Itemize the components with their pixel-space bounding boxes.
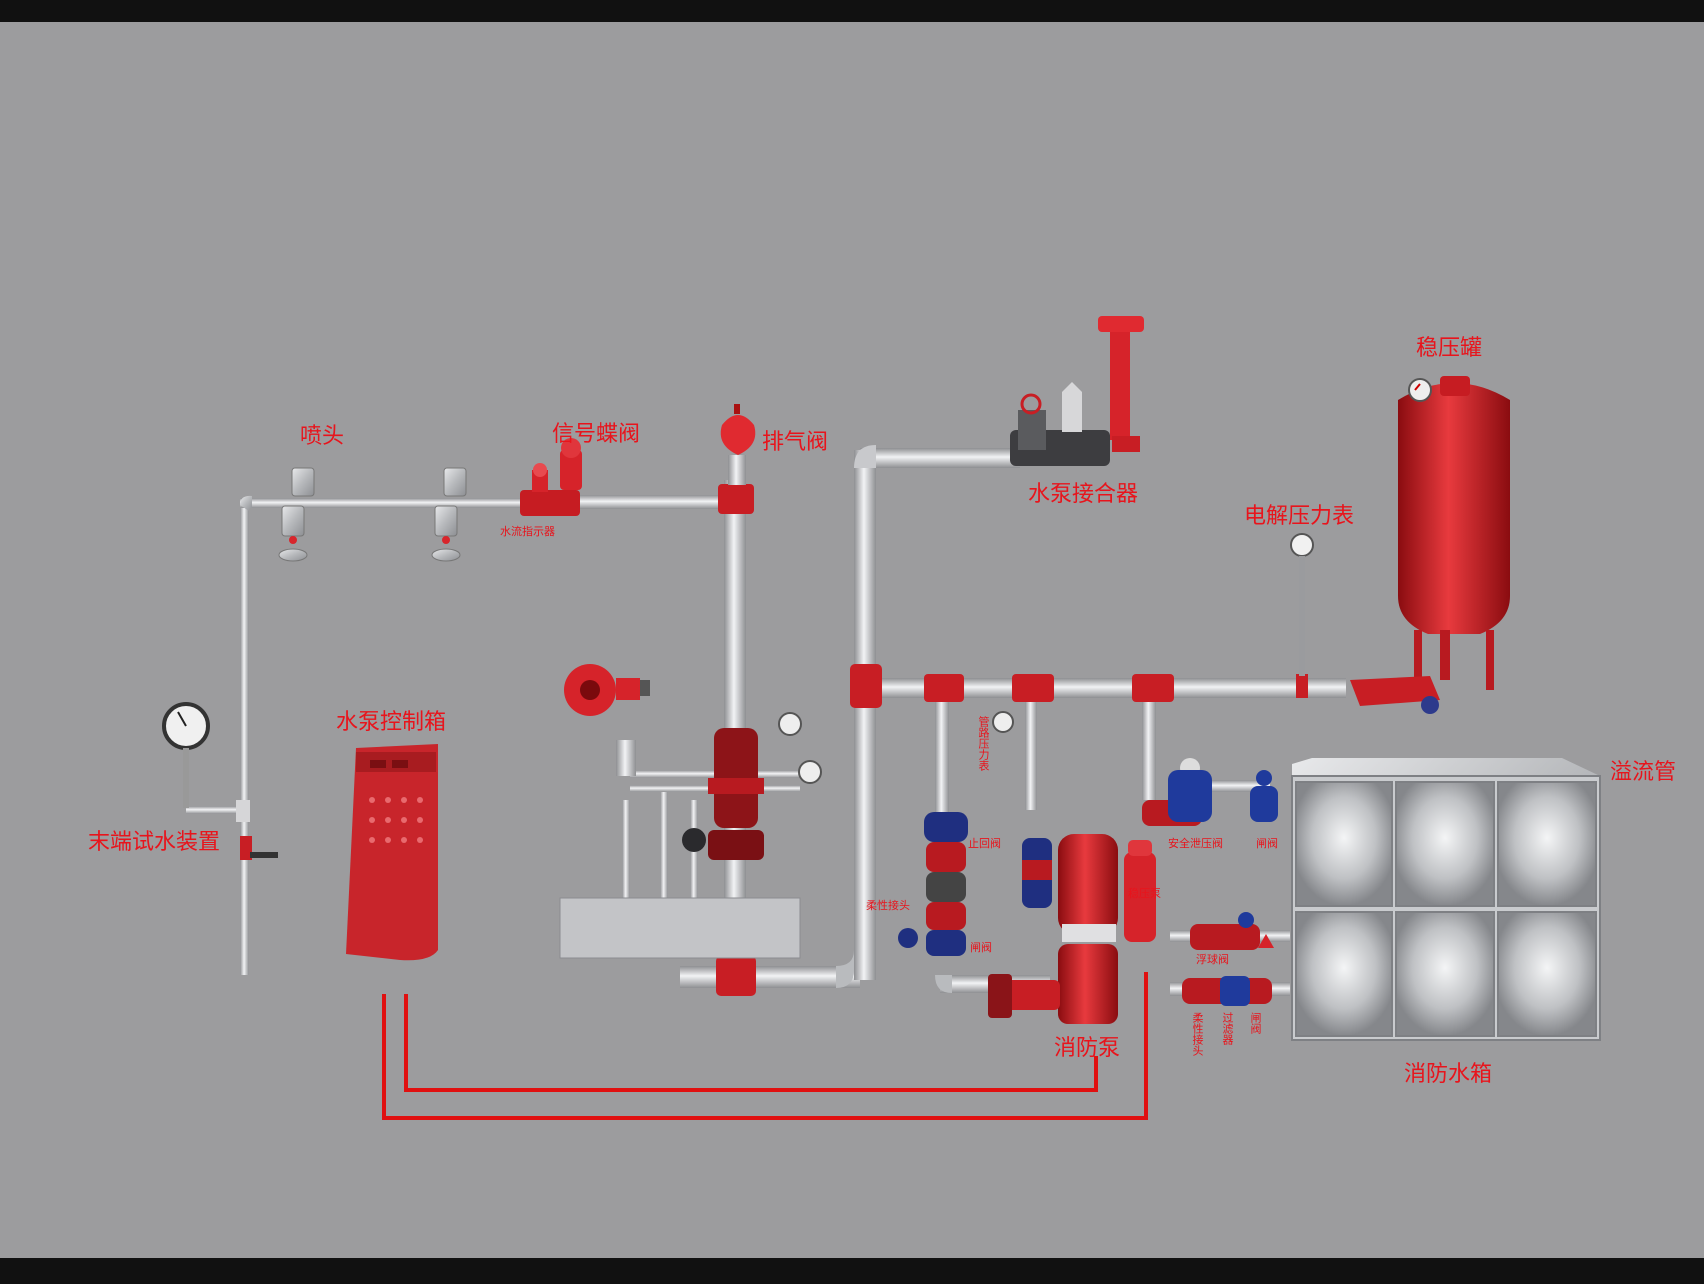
- pressure-tank: [1350, 376, 1510, 714]
- suction-valves: [1182, 912, 1274, 1006]
- safety-relief-valve: [1142, 758, 1278, 826]
- control-wires: [382, 972, 1148, 1120]
- label-electrical-pressure-gauge: 电解压力表: [1244, 504, 1355, 529]
- end-test-device: [162, 702, 278, 860]
- air-vent-valve: [720, 404, 756, 485]
- label-flow-indicator: 水流指示器: [500, 525, 555, 538]
- label-sprinkler: 喷头: [300, 424, 345, 449]
- alarm-valve-station: [559, 664, 822, 959]
- label-soft-joint: 柔性接头: [866, 899, 910, 912]
- label-overflow-pipe: 溢流管: [1610, 760, 1677, 785]
- label-signal-butterfly-valve: 信号蝶阀: [552, 422, 641, 447]
- label-air-vent: 排气阀: [762, 430, 829, 455]
- fire-pump: [988, 834, 1118, 1024]
- electrical-pressure-gauge: [1290, 533, 1314, 676]
- sprinkler-heads: [278, 467, 467, 562]
- label-safety-relief-valve: 安全泄压阀: [1168, 837, 1223, 850]
- label-filter: 过滤器: [1221, 1012, 1234, 1045]
- label-pump-adapter: 水泵接合器: [1028, 482, 1139, 507]
- signal-butterfly-valve: [520, 438, 582, 516]
- label-fire-water-tank: 消防水箱: [1404, 1062, 1493, 1087]
- label-stabilizer-pump: 稳压泵: [1128, 887, 1161, 900]
- elbows: [240, 445, 952, 993]
- label-gate-valve-2: 闸阀: [1249, 1012, 1262, 1034]
- pump-adapter: [1010, 316, 1144, 466]
- fire-water-tank: [1291, 758, 1601, 1041]
- label-float-valve: 浮球阀: [1196, 953, 1229, 966]
- label-fire-pump: 消防泵: [1054, 1036, 1121, 1061]
- label-check-valve: 止回阀: [968, 837, 1001, 850]
- label-main-gauge: 管路压力表: [977, 716, 990, 771]
- label-end-test-device: 末端试水装置: [88, 830, 221, 855]
- check-gate-valve-stack: [898, 711, 1014, 956]
- label-pump-control-box: 水泵控制箱: [336, 710, 447, 735]
- stabilizer-pump: [1022, 838, 1156, 942]
- label-flex-joint: 柔性接头: [1191, 1012, 1204, 1056]
- pump-control-box: [346, 744, 438, 961]
- red-fittings: [716, 484, 1308, 996]
- label-small-gate-valve: 闸阀: [1256, 837, 1278, 850]
- label-gate-valve: 闸阀: [970, 941, 992, 954]
- label-pressure-tank: 稳压罐: [1416, 336, 1483, 361]
